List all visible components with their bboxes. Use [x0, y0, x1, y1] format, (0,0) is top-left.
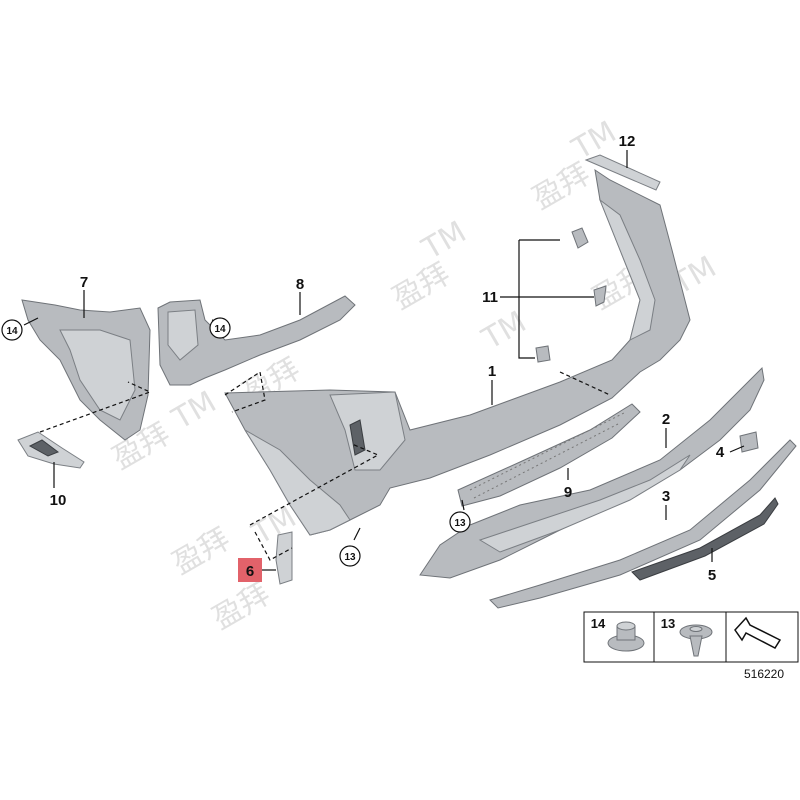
- label-12: 12: [619, 133, 636, 150]
- label-14b: 14: [214, 324, 226, 335]
- part-1-bumper-cover: [224, 168, 691, 536]
- watermark-tm: TM: [416, 215, 473, 268]
- callout-labels: 12 11 1 7 8 2 4 9 3 5 10 6 14 14 13 13: [1, 133, 725, 584]
- circle-14b: [209, 317, 231, 339]
- screw-icon: [679, 624, 713, 657]
- legend-label-13: 13: [661, 616, 675, 631]
- part-11-clips: [535, 227, 607, 363]
- part-3-trim-strip: [489, 439, 797, 609]
- label-4: 4: [716, 444, 725, 461]
- part-9-mesh-grille: [457, 403, 641, 507]
- label-2: 2: [662, 411, 670, 428]
- label-7: 7: [80, 274, 88, 291]
- label-13a: 13: [454, 518, 466, 529]
- watermark-brand: 盈拜: [207, 577, 276, 637]
- legend-label-14: 14: [591, 616, 606, 631]
- circle-14a: [1, 319, 23, 341]
- label-8: 8: [296, 276, 304, 293]
- part-10-insert: [17, 431, 85, 469]
- part-2-diffuser: [419, 366, 765, 579]
- watermark-brand: 盈拜: [167, 522, 236, 582]
- document-number: 516220: [744, 667, 784, 681]
- part-8-bracket: [157, 295, 356, 386]
- label-6: 6: [246, 563, 254, 580]
- label-13b: 13: [344, 552, 356, 563]
- label-10: 10: [50, 492, 67, 509]
- direction-arrow-icon: [734, 616, 782, 649]
- label-11: 11: [482, 289, 498, 306]
- watermark-tm: TM: [476, 305, 533, 358]
- label-9: 9: [564, 484, 572, 501]
- label-6-highlight: [238, 558, 262, 582]
- fastener-legend: 14 13 516220: [583, 611, 799, 681]
- part-4-clip: [739, 431, 759, 453]
- watermark-tm: TM: [166, 385, 223, 438]
- circle-13b: [339, 545, 361, 567]
- part-12-trim-strip: [584, 154, 661, 191]
- part-6-reflector: [275, 531, 293, 585]
- part-5-grille-strip: [631, 497, 779, 581]
- label-14a: 14: [6, 326, 18, 337]
- label-5: 5: [708, 567, 716, 584]
- watermark-brand: 盈拜: [387, 257, 456, 317]
- label-3: 3: [662, 488, 670, 505]
- leader-lines: [23, 150, 745, 571]
- part-7-bracket: [21, 299, 151, 441]
- circle-13a: [449, 511, 471, 533]
- label-1: 1: [488, 363, 496, 380]
- nut-icon: [607, 621, 645, 652]
